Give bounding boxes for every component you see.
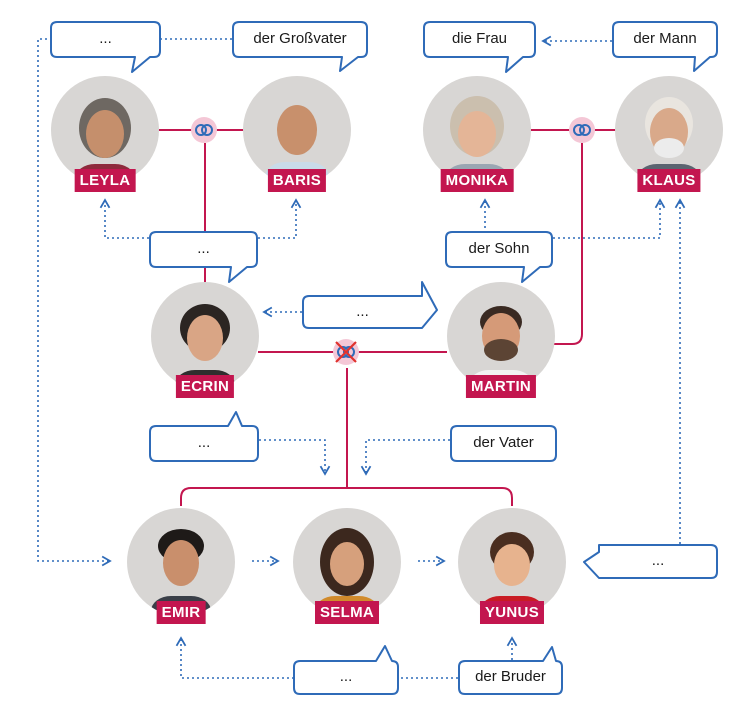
klaus-photo — [615, 76, 723, 184]
name-tag-klaus: KLAUS — [637, 169, 701, 192]
bubble-top-left-blank: ... — [99, 30, 112, 47]
divorced-rings-icon — [333, 339, 359, 365]
person-emir: EMIR — [127, 508, 235, 624]
name-tag-selma: SELMA — [315, 601, 379, 624]
bubble-sohn: der Sohn — [468, 240, 530, 257]
arrow-blank-to-emir — [37, 38, 112, 567]
name-tag-martin: MARTIN — [465, 375, 537, 398]
bubble-ecrin-martin-blank: ... — [356, 303, 369, 320]
arrow-sohn-to-klaus — [553, 198, 666, 239]
monika-photo — [423, 76, 531, 184]
yunus-photo — [458, 508, 566, 616]
arrow-vater-to-children — [360, 439, 450, 476]
bubble-ecrin-children-blank-shape — [149, 411, 259, 462]
bubble-vater: der Vater — [473, 434, 534, 451]
bubble-top-left-blank-shape — [50, 21, 161, 73]
bubble-grossvater-shape — [232, 21, 368, 72]
bubble-bruder: der Bruder — [475, 668, 546, 685]
wedding-rings-icon — [569, 117, 595, 143]
person-klaus: KLAUS — [615, 76, 723, 192]
selma-photo — [293, 508, 401, 616]
name-tag-monika: MONIKA — [440, 169, 514, 192]
bubble-mann: der Mann — [633, 30, 697, 47]
person-yunus: YUNUS — [458, 508, 566, 624]
leyla-photo — [51, 76, 159, 184]
bubble-grossvater: der Großvater — [253, 30, 347, 47]
bubble-ecrin-martin-blank-shape — [302, 281, 438, 329]
arrow-blank-to-children — [259, 439, 331, 476]
name-tag-emir: EMIR — [156, 601, 206, 624]
bubble-yunus-klaus-blank-shape — [583, 544, 718, 579]
name-tag-leyla: LEYLA — [74, 169, 136, 192]
wedding-rings-icon — [191, 117, 217, 143]
bubble-emir-blank: ... — [339, 668, 353, 685]
baris-photo — [243, 76, 351, 184]
name-tag-baris: BARIS — [267, 169, 327, 192]
person-ecrin: ECRIN — [151, 282, 259, 398]
bubble-sohn-shape — [445, 231, 553, 283]
bubble-frau-shape — [423, 21, 536, 73]
bubble-ecrin-children-blank: ... — [197, 434, 211, 451]
ecrin-photo — [151, 282, 259, 390]
name-tag-ecrin: ECRIN — [175, 375, 235, 398]
bubble-grandparents-blank: ... — [197, 240, 210, 257]
name-tag-yunus: YUNUS — [479, 601, 545, 624]
person-baris: BARIS — [243, 76, 351, 192]
line-children-branch — [180, 487, 513, 506]
bubble-vater-shape — [450, 425, 557, 462]
bubble-bruder-shape — [458, 646, 563, 695]
emir-photo — [127, 508, 235, 616]
line-grandparents-to-martin — [554, 143, 583, 345]
person-martin: MARTIN — [447, 282, 555, 398]
person-monika: MONIKA — [423, 76, 531, 192]
person-selma: SELMA — [293, 508, 401, 624]
bubble-mann-shape — [612, 21, 718, 72]
martin-photo — [447, 282, 555, 390]
bubble-grandparents-blank-shape — [149, 231, 258, 283]
bubble-frau: die Frau — [451, 30, 508, 47]
person-leyla: LEYLA — [51, 76, 159, 192]
bubble-yunus-klaus-blank: ... — [651, 552, 665, 569]
bubble-emir-blank-shape — [293, 645, 399, 695]
